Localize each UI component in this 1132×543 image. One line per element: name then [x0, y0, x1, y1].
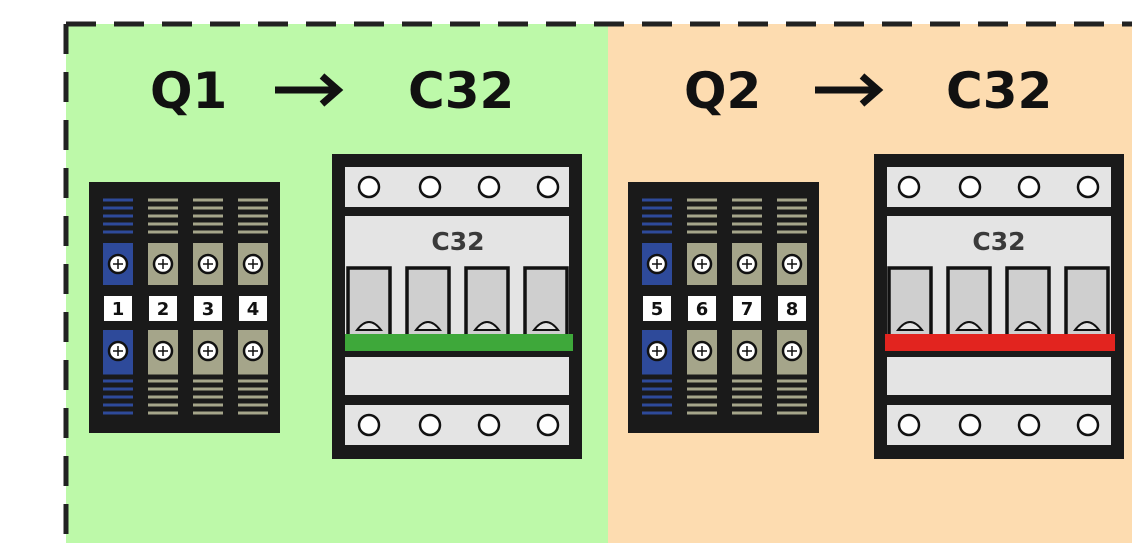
terminal-number: 5 — [651, 299, 664, 320]
screw-slots — [113, 259, 258, 356]
terminal-hole — [357, 175, 560, 437]
circuit-breaker: C32 — [874, 154, 1124, 459]
status-bar — [345, 334, 573, 351]
terminal-stripes — [642, 198, 807, 415]
source-label: Q2 — [684, 62, 761, 120]
terminal-number: 6 — [696, 299, 709, 320]
pole-notches — [895, 321, 1102, 331]
terminal-number: 8 — [786, 299, 799, 320]
terminal-block: 1 2 3 4 — [89, 182, 280, 433]
screw-slots — [652, 259, 797, 356]
terminal-number: 1 — [112, 299, 125, 320]
circuit-breaker: C32 — [332, 154, 582, 459]
target-label: C32 — [946, 62, 1052, 120]
terminal-number: 7 — [741, 299, 754, 320]
status-bar — [885, 334, 1115, 351]
terminal-block: 5 6 7 8 — [628, 182, 819, 433]
panel-q1-header: Q1 C32 — [150, 62, 514, 120]
source-label: Q1 — [150, 62, 227, 120]
terminal-number: 4 — [247, 299, 260, 320]
terminal-number: 3 — [202, 299, 215, 320]
panel-q1: Q1 C32 — [89, 62, 582, 459]
terminal-stripes — [103, 198, 268, 415]
panel-q2: Q2 C32 — [628, 62, 1124, 459]
breaker-pole-icon — [887, 266, 1110, 334]
target-label: C32 — [408, 62, 514, 120]
right-arrow-icon — [275, 73, 344, 107]
right-arrow-icon — [815, 73, 884, 107]
pole-notches — [354, 321, 561, 331]
breaker-label: C32 — [972, 227, 1025, 256]
breaker-label: C32 — [431, 227, 484, 256]
breaker-pole-icon — [346, 266, 569, 334]
terminal-hole — [897, 175, 1100, 437]
terminal-number: 2 — [157, 299, 170, 320]
panel-q2-header: Q2 C32 — [684, 62, 1052, 120]
